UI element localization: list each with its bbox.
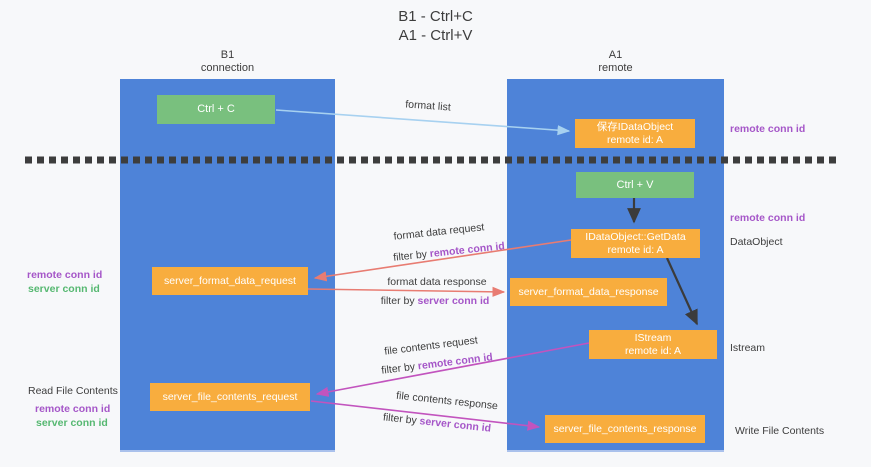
lane-a1-title: A1: [608, 49, 623, 61]
ctrl-v-label: Ctrl + V: [616, 178, 654, 191]
getdata-line1: IDataObject::GetData: [585, 230, 686, 243]
lane-a1-subtitle: remote: [598, 62, 633, 74]
filter-key-remote-conn-id: remote conn id: [417, 351, 494, 373]
istream-line2: remote id: A: [624, 344, 682, 357]
node-store-idataobject: 保存IDataObject remote id: A: [575, 119, 695, 148]
lane-header-a1: A1 remote: [507, 49, 724, 75]
node-istream: IStream remote id: A: [589, 330, 717, 359]
filter-key-server-conn-id: server conn id: [418, 415, 492, 435]
filter-key-server-conn-id: server conn id: [417, 295, 490, 307]
node-server-file-contents-request: server_file_contents_request: [150, 383, 310, 411]
annotation-dataobject: DataObject: [730, 236, 783, 248]
istream-line1: IStream: [634, 331, 672, 344]
filter-prefix: filter by: [392, 248, 431, 264]
getdata-line2: remote id: A: [607, 243, 664, 256]
node-ctrl-v: Ctrl + V: [576, 172, 694, 198]
server-format-data-response-label: server_format_data_response: [518, 285, 659, 298]
node-server-file-contents-response: server_file_contents_response: [545, 415, 705, 443]
title-line-1: B1 - Ctrl+C: [398, 8, 473, 25]
annotation-left-server-conn-id-mid: server conn id: [28, 283, 100, 295]
label-format-list: format list: [404, 98, 452, 114]
filter-prefix: filter by: [380, 360, 419, 377]
lane-b1-subtitle: connection: [200, 62, 255, 74]
lane-header-b1: B1 connection: [120, 49, 335, 75]
filter-prefix: filter by: [380, 295, 418, 307]
annotation-left-remote-conn-id-mid: remote conn id: [27, 269, 103, 281]
node-ctrl-c: Ctrl + C: [157, 95, 275, 124]
label-format-data-request: format data request: [393, 221, 485, 243]
arrow-format-data-response: [307, 286, 506, 297]
annotation-write-file-contents: Write File Contents: [735, 425, 825, 437]
label-filter-format-request: filter by remote conn id: [393, 240, 506, 264]
filter-key-remote-conn-id: remote conn id: [429, 240, 506, 260]
annotation-read-file-contents: Read File Contents: [28, 385, 118, 397]
annotation-istream: Istream: [730, 342, 766, 354]
server-format-data-request-label: server_format_data_request: [164, 274, 296, 287]
filter-prefix: filter by: [382, 411, 421, 428]
label-file-contents-response: file contents response: [395, 389, 499, 413]
label-filter-format-response: filter by server conn id: [381, 295, 490, 307]
annotation-remote-conn-id-mid: remote conn id: [730, 212, 806, 224]
label-format-data-response: format data response: [387, 276, 487, 288]
label-filter-file-response: filter by server conn id: [382, 411, 491, 434]
annotation-left-server-conn-id-bottom: server conn id: [36, 417, 108, 429]
annotation-remote-conn-id-top: remote conn id: [730, 123, 806, 135]
lane-b1-title: B1: [220, 49, 235, 61]
server-file-contents-response-label: server_file_contents_response: [553, 422, 697, 435]
store-idataobject-line2: remote id: A: [606, 133, 664, 146]
ctrl-c-label: Ctrl + C: [197, 103, 235, 115]
title-line-2: A1 - Ctrl+V: [398, 27, 473, 44]
store-idataobject-line1: 保存IDataObject: [596, 120, 674, 133]
server-file-contents-request-label: server_file_contents_request: [162, 390, 298, 403]
node-idataobject-getdata: IDataObject::GetData remote id: A: [571, 229, 700, 258]
diagram-title: B1 - Ctrl+C A1 - Ctrl+V: [0, 7, 871, 45]
annotation-left-remote-conn-id-bottom: remote conn id: [35, 403, 111, 415]
node-server-format-data-request: server_format_data_request: [152, 267, 308, 295]
node-server-format-data-response: server_format_data_response: [510, 278, 667, 306]
